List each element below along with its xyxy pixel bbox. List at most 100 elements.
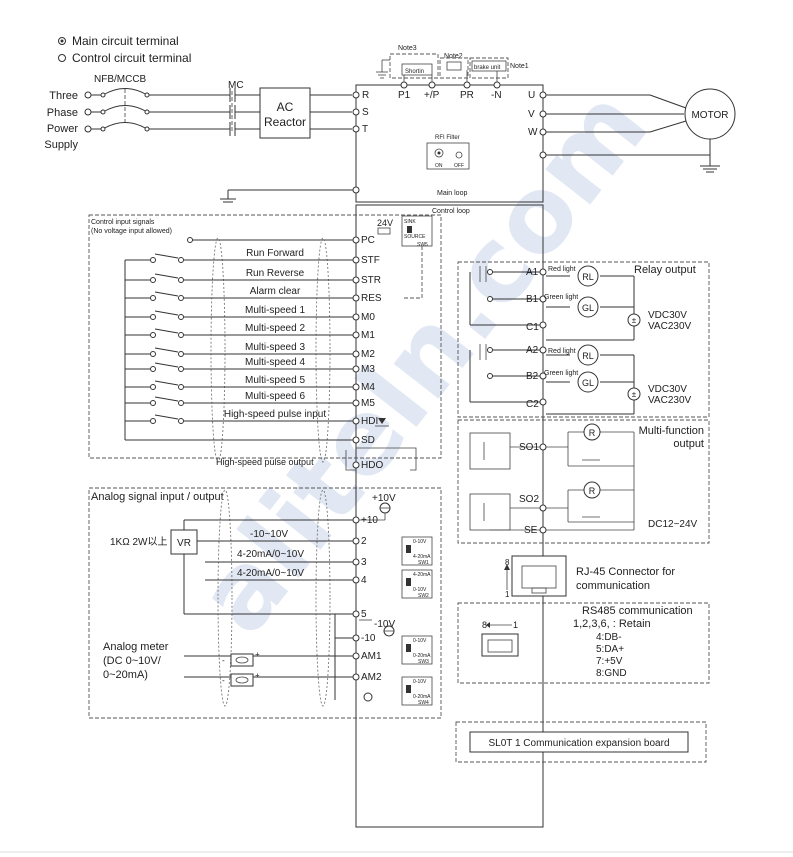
- legend-main-circuit: Main circuit terminal: [72, 34, 179, 48]
- range-label-3: 4-20mA/0~10V: [237, 568, 304, 579]
- svg-text:±: ±: [632, 316, 637, 325]
- vr-spec-label: 1KΩ 2W以上: [110, 536, 168, 548]
- motor-label: MOTOR: [691, 110, 728, 121]
- rl-label-1: RL: [582, 272, 594, 282]
- terminal-2: [352, 537, 360, 545]
- red-light-icon-1: [577, 265, 599, 287]
- input-label-power: Power: [47, 123, 79, 135]
- input-label-phase: Phase: [47, 107, 78, 119]
- mfo-title-2: output: [673, 438, 704, 450]
- terminal-se-label: SE: [524, 525, 538, 536]
- analog-switch-name-2: SW2: [418, 593, 429, 599]
- main-terminal-icon-core: [60, 39, 64, 43]
- terminal-a1-label: A1: [526, 267, 539, 278]
- input-label-three: Three: [49, 90, 78, 102]
- terminal-3: [352, 558, 360, 566]
- terminal-t: [352, 125, 360, 133]
- terminal-hdo: [352, 461, 360, 469]
- terminal-res-label: RES: [361, 293, 382, 304]
- terminal-main-ground: [352, 186, 360, 194]
- rfi-filter-label: RFI Filter: [435, 135, 460, 141]
- shortin-label: Shortin: [405, 69, 424, 75]
- svg-text:+: +: [255, 650, 260, 659]
- svg-text:+: +: [255, 671, 260, 680]
- red-light-label-1: Red light: [548, 266, 576, 273]
- multi-function-block: Multi-function output R R: [457, 419, 710, 544]
- meter-label-1: Analog meter: [103, 641, 169, 653]
- sw5-switch: [401, 215, 433, 247]
- contactor-label: MC: [228, 80, 244, 91]
- main-loop-label: Main loop: [437, 190, 467, 197]
- terminal-a2: [539, 346, 547, 354]
- range-label-1: -10~10V: [250, 529, 288, 540]
- red-light-icon-2: [577, 344, 599, 366]
- digital-input-block: Control input signals (No voltage input …: [88, 214, 442, 471]
- terminal-w-label: W: [528, 127, 538, 138]
- function-label-hdi: High-speed pulse input: [224, 409, 327, 420]
- terminal-m1-label: M1: [361, 330, 375, 341]
- power-input: NFB/MCCB MC Three Phase Power Supply: [44, 74, 352, 151]
- terminal-n: [493, 81, 501, 89]
- green-light-icon-1: [577, 296, 599, 318]
- terminal-u-label: U: [528, 90, 535, 101]
- analog-switch-top-2: 4-20mA: [413, 572, 431, 578]
- mfo-load-icon-1: [583, 423, 601, 441]
- meter-label-3: 0~20mA): [103, 669, 148, 681]
- terminal-c1-label: C1: [526, 322, 539, 333]
- mfo-title-1: Multi-function: [639, 425, 704, 437]
- terminal-4: [352, 576, 360, 584]
- terminal-u: [539, 91, 547, 99]
- mfo-load-label-2: R: [589, 486, 596, 496]
- relay-supply-vdc-1: VDC30V: [648, 310, 687, 321]
- function-label-m0: Multi-speed 1: [245, 305, 305, 316]
- terminal-plus10-label: +10: [361, 515, 378, 526]
- terminal-p1-label: P1: [398, 90, 411, 101]
- terminal-hdo-label: HDO: [361, 460, 383, 471]
- function-label-m5: Multi-speed 6: [245, 391, 305, 402]
- function-label-stf: Run Forward: [246, 248, 304, 259]
- rj45-pin-top: 8: [505, 558, 510, 567]
- svg-text:-: -: [222, 656, 225, 665]
- function-label-m1: Multi-speed 2: [245, 323, 305, 334]
- terminal-s-label: S: [362, 107, 369, 118]
- legend-control-circuit: Control circuit terminal: [72, 51, 191, 65]
- function-label-m3: Multi-speed 4: [245, 357, 305, 368]
- breaker-label: NFB/MCCB: [94, 74, 147, 85]
- terminal-v-label: V: [528, 109, 535, 120]
- terminal-sd: [352, 436, 360, 444]
- terminal-m3-label: M3: [361, 364, 375, 375]
- terminal-2-label: 2: [361, 536, 367, 547]
- rj45-connector: 8 1 RJ-45 Connector for communication: [504, 555, 675, 599]
- analog-switch-2: [401, 569, 433, 599]
- control-terminal-icon: [58, 54, 66, 62]
- svg-text:-: -: [222, 676, 225, 685]
- terminal-c2: [539, 398, 547, 406]
- terminal-so1: [539, 443, 547, 451]
- function-label-m4: Multi-speed 5: [245, 375, 305, 386]
- vr-label: VR: [177, 538, 191, 549]
- rfi-off-label: OFF: [454, 163, 464, 169]
- terminal-t-label: T: [362, 124, 368, 135]
- terminal-pc-label: PC: [361, 235, 375, 246]
- terminal-pr-label: PR: [460, 90, 474, 101]
- analog-switch-name-4: SW4: [418, 700, 429, 706]
- rs485-line-2: 4:DB-: [596, 632, 622, 643]
- rs485-line-5: 8:GND: [596, 668, 627, 679]
- main-loop: R S T P1 +/P PR -N Note3 Note2 Note1 Sho…: [220, 45, 736, 203]
- terminal-plus10: [352, 516, 360, 524]
- rfi-on-label: ON: [435, 163, 443, 169]
- control-loop-label: Control loop: [432, 208, 470, 215]
- terminal-3-label: 3: [361, 557, 367, 568]
- green-light-label-1: Green light: [544, 294, 578, 301]
- sw5-sink: SINK: [404, 219, 416, 225]
- rs485-block: RS485 communication 1,2,3,6, : Retain 4:…: [457, 602, 710, 684]
- terminal-m2-label: M2: [361, 349, 375, 360]
- terminal-b2: [539, 372, 547, 380]
- terminal-r: [352, 91, 360, 99]
- function-label-str: Run Reverse: [246, 268, 305, 279]
- terminal-p1: [400, 81, 408, 89]
- terminal-sd-label: SD: [361, 435, 375, 446]
- mfo-supply-label: DC12~24V: [648, 519, 698, 530]
- brake-unit-box: [471, 60, 507, 72]
